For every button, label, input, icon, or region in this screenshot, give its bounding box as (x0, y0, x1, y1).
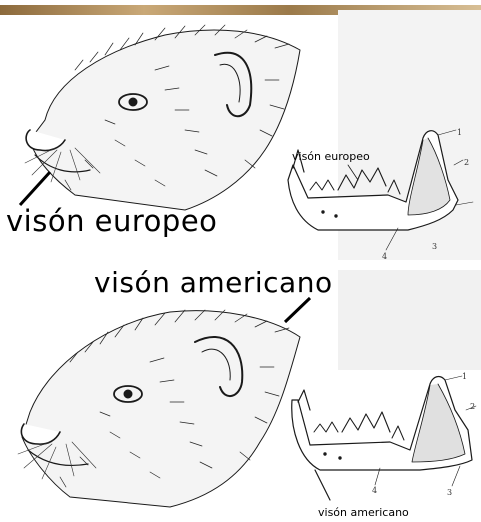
american-jaw-number-3: 3 (447, 488, 452, 497)
american-jaw-number-1: 1 (462, 372, 467, 381)
european-jaw-number-2: 2 (464, 158, 469, 167)
european-mink-jaw-drawing (278, 120, 478, 260)
european-jaw-label: visón europeo (292, 150, 370, 163)
european-jaw-number-4: 4 (382, 252, 387, 261)
top-texture-strip (0, 0, 481, 10)
american-jaw-label: visón americano (318, 506, 409, 519)
american-jaw-number-2: 2 (470, 402, 475, 411)
european-jaw-number-3: 3 (432, 242, 437, 251)
european-mink-label: visón europeo (6, 204, 217, 238)
european-mink-head-drawing (15, 10, 315, 220)
american-mink-head-drawing (10, 292, 310, 512)
american-jaw-number-4: 4 (372, 486, 377, 495)
right-panel-bottom (338, 270, 481, 370)
european-jaw-number-1: 1 (457, 128, 462, 137)
